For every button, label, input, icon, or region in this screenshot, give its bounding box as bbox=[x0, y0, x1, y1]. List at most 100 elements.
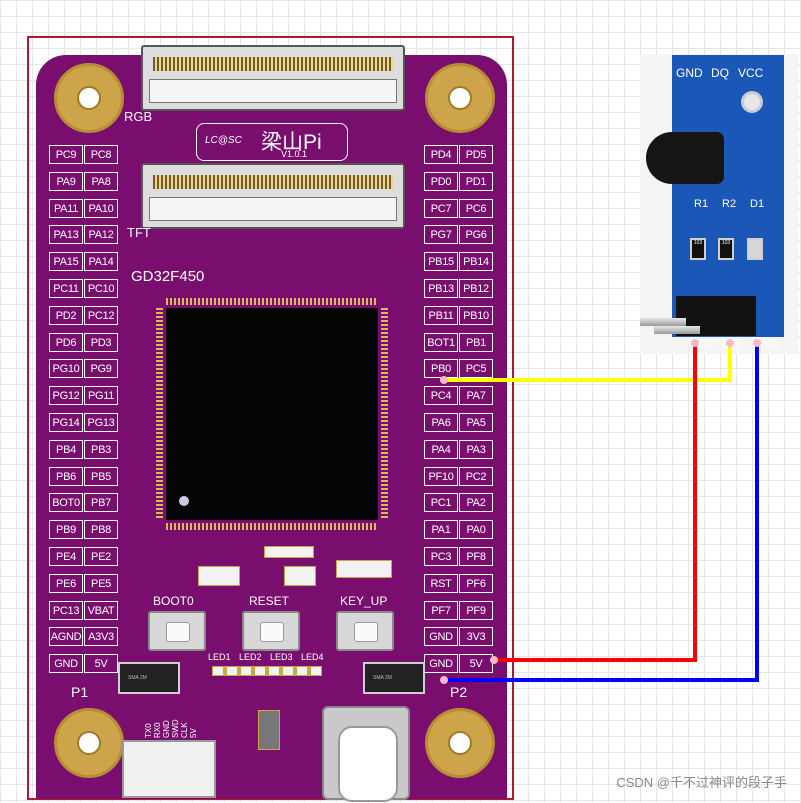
left-pin-label: PA15 bbox=[49, 252, 83, 272]
right-pin-label: PA2 bbox=[459, 493, 493, 513]
board-logo: LC@SC 梁山Pi V1.0.1 bbox=[196, 123, 348, 161]
chip-pads-left bbox=[156, 308, 163, 520]
r2-code: 103 bbox=[721, 240, 731, 246]
left-pin-label: PB9 bbox=[49, 520, 83, 540]
right-pin-label: PA5 bbox=[459, 413, 493, 432]
left-pin-label: PC8 bbox=[84, 145, 118, 164]
right-pin-label: PB1 bbox=[459, 332, 493, 352]
left-pin-label: PG11 bbox=[84, 386, 118, 406]
left-pin-label: PD2 bbox=[49, 305, 83, 325]
left-pin-label: PC13 bbox=[49, 600, 83, 620]
capacitor-row bbox=[264, 546, 314, 558]
right-pin-label: 3V3 bbox=[459, 627, 493, 647]
left-pin-label: PA12 bbox=[84, 225, 118, 245]
right-pin-label: PB14 bbox=[459, 252, 493, 272]
left-pin-label: A3V3 bbox=[84, 627, 118, 647]
led1-label: LED1 bbox=[208, 652, 231, 662]
wire-end-5v bbox=[490, 656, 498, 664]
left-pin-label: PC9 bbox=[49, 145, 83, 164]
regulator bbox=[258, 710, 280, 750]
left-pin-label: 5V bbox=[84, 654, 118, 674]
left-pin-label: PG13 bbox=[84, 413, 118, 432]
left-pin-label: PB3 bbox=[84, 439, 118, 459]
left-pin-label: PB4 bbox=[49, 439, 83, 459]
left-pin-label: BOT0 bbox=[49, 493, 83, 513]
key-up-button[interactable] bbox=[336, 611, 394, 651]
right-pin-label: PA7 bbox=[459, 386, 493, 406]
left-pin-label: PB5 bbox=[84, 466, 118, 486]
left-pin-label: PG12 bbox=[49, 386, 83, 406]
tft-label: TFT bbox=[127, 225, 151, 240]
module-mounting-hole bbox=[741, 91, 763, 113]
wire-end-pb0 bbox=[440, 376, 448, 384]
diode-right: SMA 2M bbox=[363, 662, 425, 694]
pin1-marker bbox=[179, 496, 189, 506]
right-pin-label: PC7 bbox=[424, 198, 458, 218]
p2-label: P2 bbox=[450, 684, 468, 700]
left-pin-label: PB7 bbox=[84, 493, 118, 513]
right-pin-label: PC2 bbox=[459, 466, 493, 486]
wire-red-vcc bbox=[494, 343, 697, 662]
rgb-fpc-connector bbox=[141, 45, 405, 111]
right-pin-label: PC3 bbox=[424, 547, 458, 566]
rgb-label: RGB bbox=[124, 109, 153, 124]
left-pin-label: PA14 bbox=[84, 252, 118, 272]
left-pin-label: PE2 bbox=[84, 547, 118, 566]
right-pin-label: PG7 bbox=[424, 225, 458, 245]
left-pin-label: PB6 bbox=[49, 466, 83, 486]
left-pin-label: PC12 bbox=[84, 305, 118, 325]
p1-label: P1 bbox=[71, 684, 89, 700]
module-label-gnd-top: GND bbox=[676, 66, 703, 80]
mounting-hole-bottom-left bbox=[54, 708, 124, 778]
chip-pads-bottom bbox=[166, 523, 378, 530]
left-pin-label: AGND bbox=[49, 627, 83, 647]
right-pin-label: PG6 bbox=[459, 225, 493, 245]
swd-connector bbox=[122, 740, 216, 798]
module-label-r2: R2 bbox=[722, 198, 737, 210]
crystal bbox=[198, 566, 240, 586]
right-pin-label: PF6 bbox=[459, 573, 493, 593]
right-pin-label: PB10 bbox=[459, 305, 493, 325]
right-pin-label: GND bbox=[424, 627, 458, 647]
right-pin-label: PF7 bbox=[424, 600, 458, 620]
boot0-button[interactable] bbox=[148, 611, 206, 651]
right-pin-label: PA1 bbox=[424, 520, 458, 540]
reset-label: RESET bbox=[249, 594, 290, 608]
right-pin-label: PC5 bbox=[459, 359, 493, 379]
diode-left: SMA 2M bbox=[118, 662, 180, 694]
board-version: V1.0.1 bbox=[281, 149, 308, 159]
left-pin-label: VBAT bbox=[84, 600, 118, 620]
right-pin-label: PB13 bbox=[424, 279, 458, 298]
watermark: CSDN @千不过神评的段子手 bbox=[616, 775, 787, 790]
left-pin-label: PD6 bbox=[49, 332, 83, 352]
module-pin-2 bbox=[654, 326, 700, 334]
wire-end-dq bbox=[726, 339, 734, 347]
left-pin-label: PA13 bbox=[49, 225, 83, 245]
right-pin-label: PF10 bbox=[424, 466, 458, 486]
led-row bbox=[212, 666, 322, 676]
gd32f450-chip bbox=[166, 308, 378, 520]
usb-c-port[interactable] bbox=[322, 706, 410, 802]
left-pin-label: PE6 bbox=[49, 573, 83, 593]
left-pin-label: PG14 bbox=[49, 413, 83, 432]
left-pin-label: PC11 bbox=[49, 279, 83, 298]
led3-label: LED3 bbox=[270, 652, 293, 662]
ds18b20-sensor bbox=[646, 132, 724, 184]
resistor-array bbox=[336, 560, 392, 578]
right-pin-label: PA3 bbox=[459, 439, 493, 459]
module-label-d1: D1 bbox=[750, 198, 765, 210]
led2-label: LED2 bbox=[239, 652, 262, 662]
mounting-hole-top-left bbox=[54, 63, 124, 133]
boot0-label: BOOT0 bbox=[153, 594, 194, 608]
left-pin-label: PD3 bbox=[84, 332, 118, 352]
mounting-hole-bottom-right bbox=[425, 708, 495, 778]
tft-fpc-connector bbox=[141, 163, 405, 229]
reset-button[interactable] bbox=[242, 611, 300, 651]
resistor-r2: 103 bbox=[718, 238, 734, 260]
wire-end-gnd bbox=[440, 676, 448, 684]
module-pin-1 bbox=[640, 318, 686, 326]
module-label-r1: R1 bbox=[694, 198, 709, 210]
chip-pads-top bbox=[166, 298, 378, 305]
wire-end-vcc bbox=[691, 339, 699, 347]
